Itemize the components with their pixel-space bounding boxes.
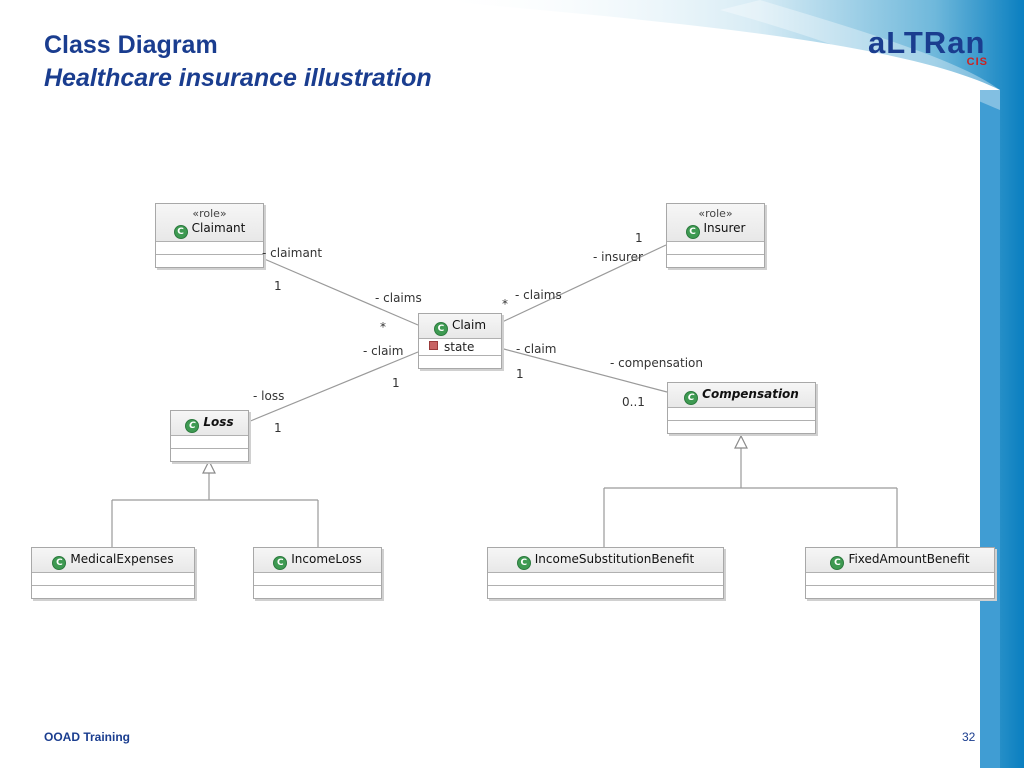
operations-compartment: [32, 586, 194, 598]
footer-label: OOAD Training: [44, 730, 131, 744]
operations-compartment: [806, 586, 994, 598]
class-name: Claimant: [191, 221, 246, 235]
multiplicity-compensation: 0..1: [622, 395, 645, 409]
attributes-compartment: [156, 242, 263, 255]
assoc-claimant-claim: [261, 257, 419, 326]
operations-compartment: [254, 586, 381, 598]
assoc-claim-loss: [247, 351, 419, 423]
class-name: Compensation: [702, 387, 799, 401]
slide-title: Class Diagram: [44, 31, 218, 59]
private-attribute-icon: [429, 341, 438, 350]
assoc-insurer-claim: [499, 244, 667, 324]
role-insurer-label: - insurer: [593, 250, 643, 264]
logo-subtext: CIS: [966, 56, 988, 68]
class-icon: C: [516, 556, 531, 570]
role-claims-label-left: - claims: [375, 291, 422, 305]
operations-compartment: [419, 356, 501, 368]
role-claims-label-right: - claims: [515, 288, 562, 302]
class-name: Loss: [203, 415, 234, 429]
attributes-compartment: [254, 573, 381, 586]
operations-compartment: [171, 449, 248, 461]
stereotype-label: «role»: [192, 207, 227, 220]
attributes-compartment: [667, 242, 764, 255]
attributes-compartment: [488, 573, 723, 586]
role-claim-label-left: - claim: [363, 344, 404, 358]
class-name: Claim: [451, 318, 487, 332]
role-compensation-label: - compensation: [610, 356, 703, 370]
class-icon: C: [185, 419, 200, 433]
class-name: MedicalExpenses: [70, 552, 174, 566]
operations-compartment: [156, 255, 263, 267]
operations-compartment: [667, 255, 764, 267]
class-icon: C: [684, 391, 699, 405]
multiplicity-claim-left: 1: [392, 376, 400, 390]
class-icon: C: [273, 556, 288, 570]
attributes-compartment: [171, 436, 248, 449]
stereotype-label: «role»: [698, 207, 733, 220]
assoc-claim-compensation: [499, 347, 668, 393]
class-name: FixedAmountBenefit: [848, 552, 970, 566]
generalization-arrow-compensation: [734, 434, 748, 449]
role-claim-label-right: - claim: [516, 342, 557, 356]
multiplicity-loss: 1: [274, 421, 282, 435]
class-icon: C: [52, 556, 67, 570]
operations-compartment: [668, 421, 815, 433]
multiplicity-claims-left: *: [380, 320, 386, 334]
page-number: 32: [962, 730, 976, 744]
attribute-state[interactable]: state: [419, 339, 501, 356]
role-loss-label: - loss: [253, 389, 285, 403]
generalization-arrow-loss: [202, 459, 216, 474]
multiplicity-claim-right: 1: [516, 367, 524, 381]
class-icon: C: [685, 225, 700, 239]
altran-logo: aLTRan CIS: [868, 26, 992, 70]
slide-subtitle: Healthcare insurance illustration: [44, 64, 432, 92]
class-icon: C: [433, 322, 448, 336]
attributes-compartment: [806, 573, 994, 586]
multiplicity-insurer: 1: [635, 231, 643, 245]
role-claimant-label: - claimant: [262, 246, 323, 260]
multiplicity-claims-right: *: [502, 297, 508, 311]
attributes-compartment: [32, 573, 194, 586]
class-icon: C: [830, 556, 845, 570]
class-icon: C: [173, 225, 188, 239]
logo-wordmark: aLTRan: [868, 25, 986, 60]
class-name: IncomeLoss: [291, 552, 362, 566]
attributes-compartment: [668, 408, 815, 421]
operations-compartment: [488, 586, 723, 598]
multiplicity-claimant: 1: [274, 279, 282, 293]
class-name: IncomeSubstitutionBenefit: [534, 552, 695, 566]
class-name: Insurer: [703, 221, 746, 235]
